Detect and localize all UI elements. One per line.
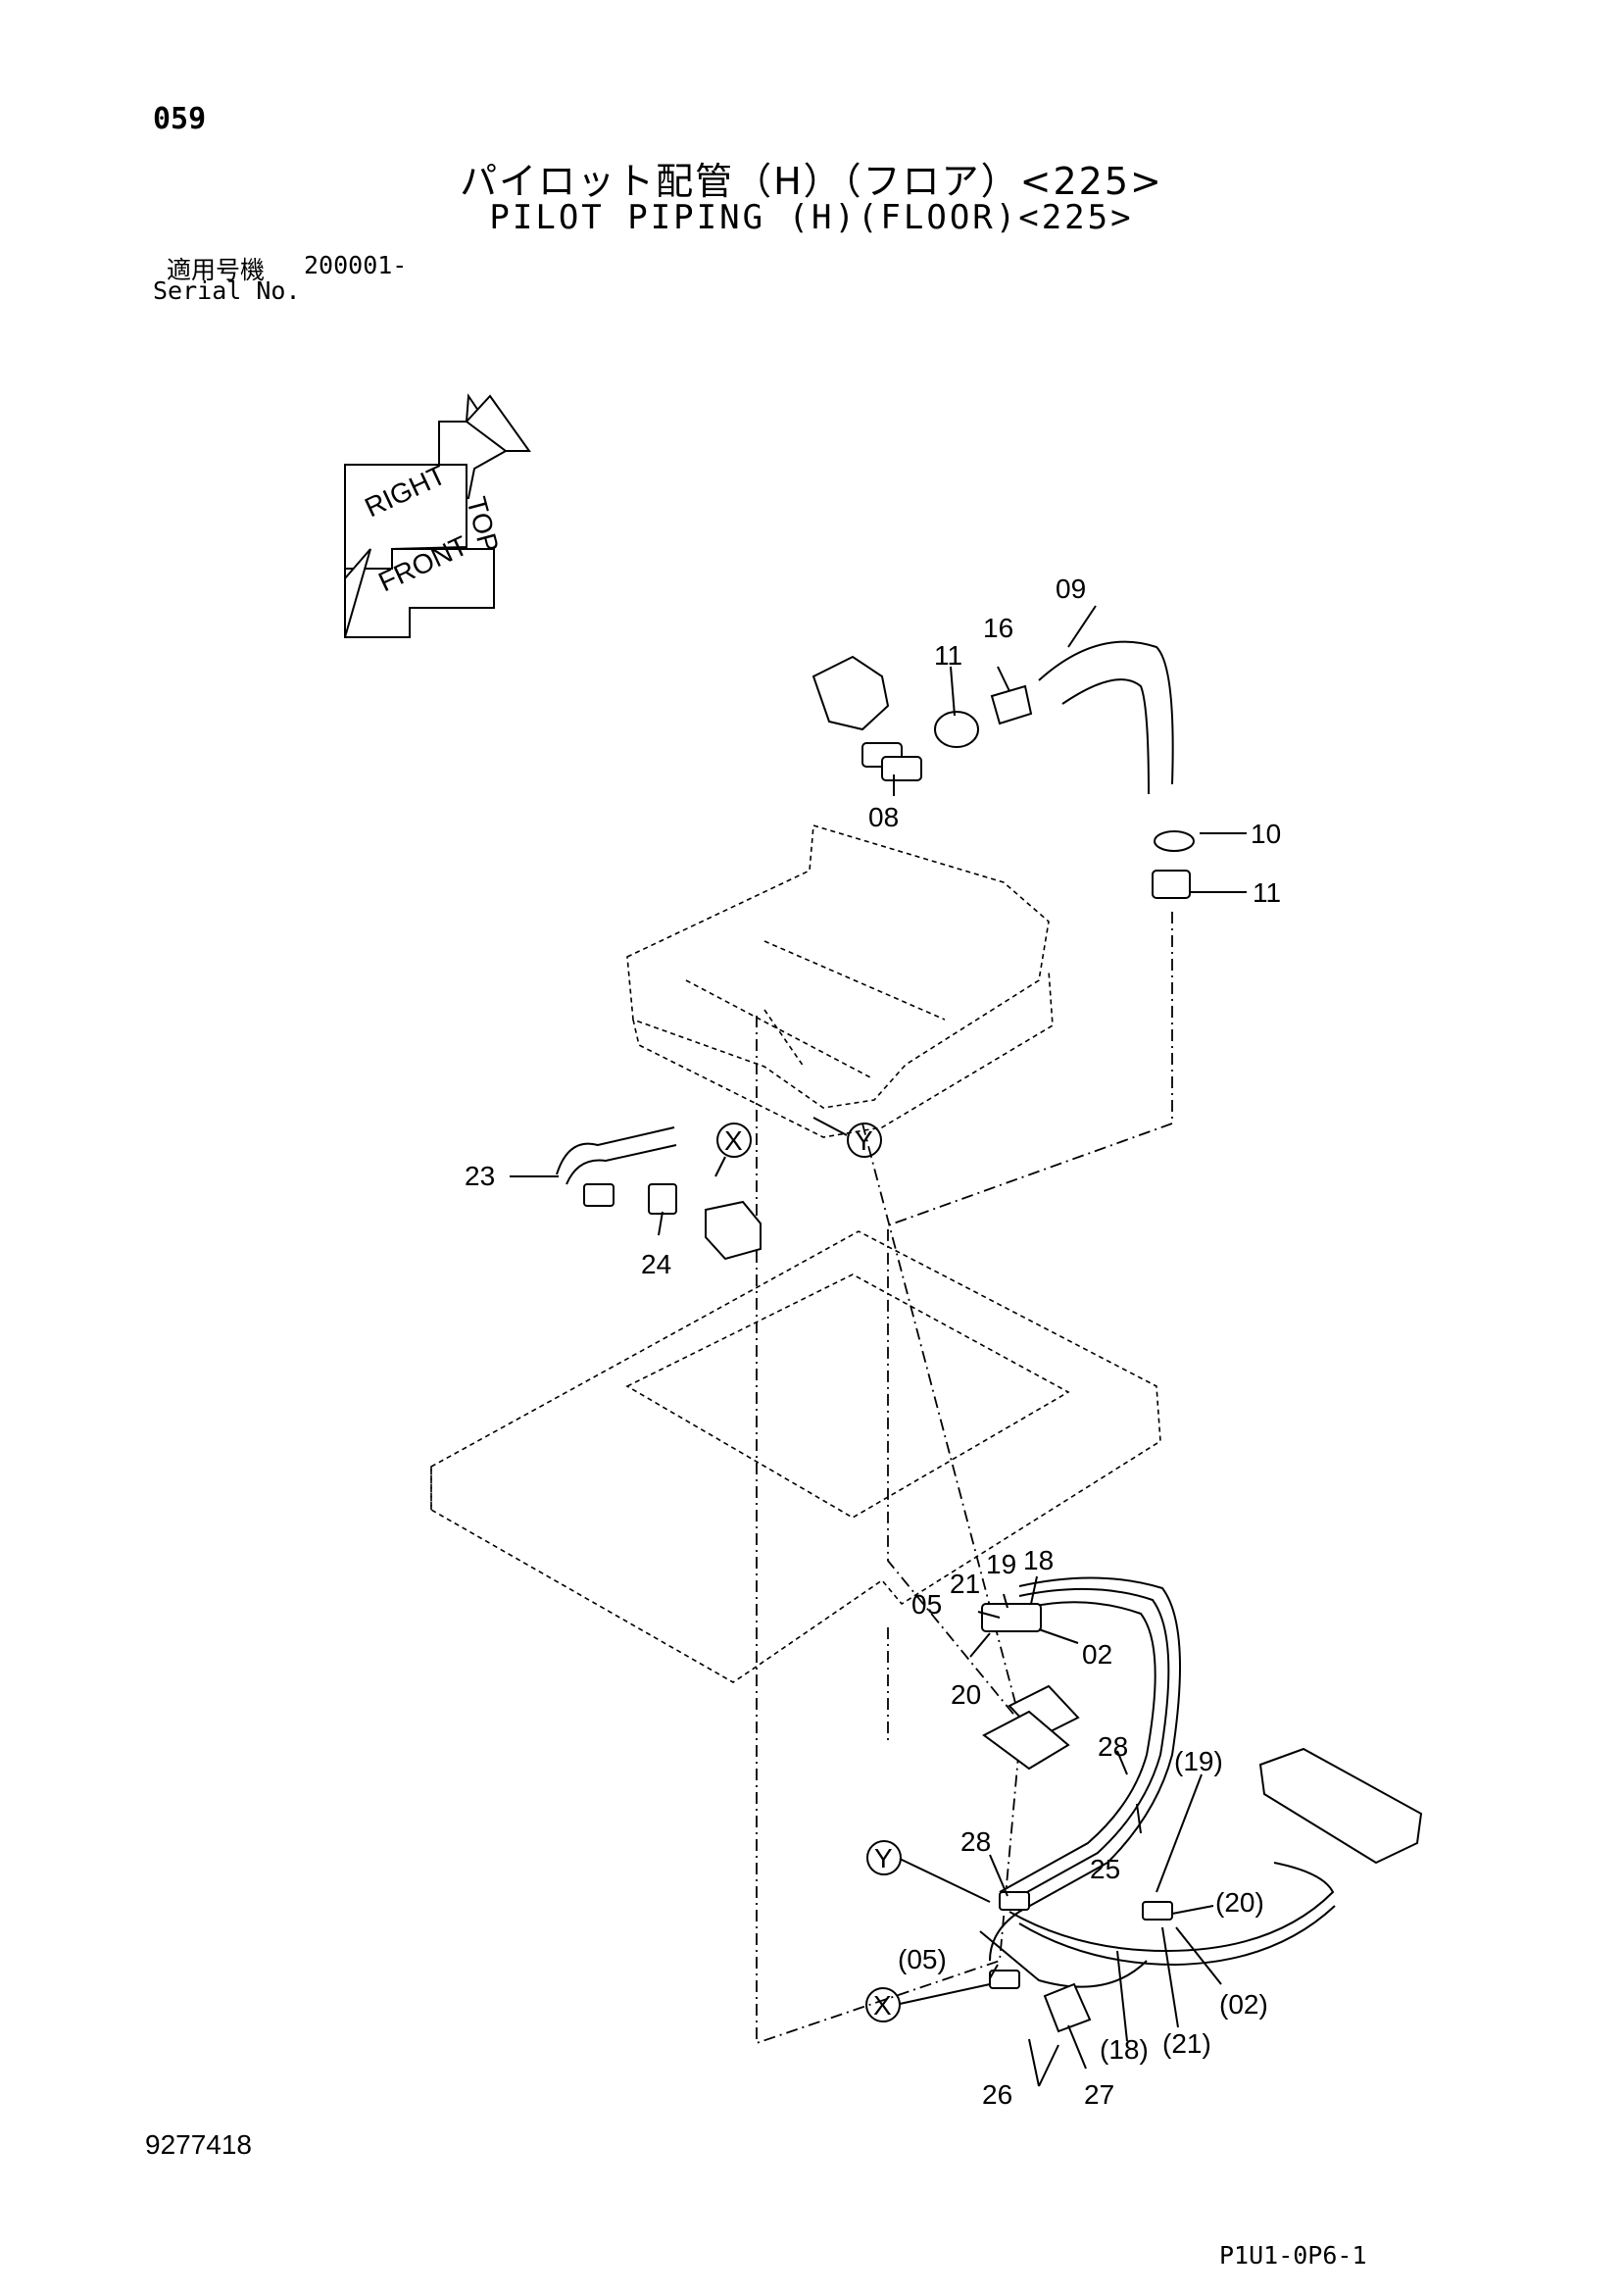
callout-11-top: 11 bbox=[934, 640, 962, 671]
callout-19-paren: (19) bbox=[1174, 1746, 1223, 1776]
page-number: 059 bbox=[153, 102, 207, 136]
marker-x-upper-label: X bbox=[724, 1125, 743, 1156]
callout-05: 05 bbox=[911, 1589, 942, 1620]
callout-26: 26 bbox=[982, 2079, 1012, 2110]
callout-16: 16 bbox=[983, 613, 1013, 643]
marker-x-lower bbox=[865, 1987, 901, 2022]
callout-25: 25 bbox=[1090, 1854, 1120, 1884]
document-number: 9277418 bbox=[145, 2129, 253, 2160]
orientation-indicator: TOP RIGHT FRONT bbox=[344, 393, 531, 638]
serial-label-japanese: 適用号機 bbox=[167, 256, 266, 284]
leader-lines bbox=[510, 605, 1247, 2087]
callout-24: 24 bbox=[641, 1249, 671, 1279]
callout-20-paren: (20) bbox=[1215, 1887, 1264, 1918]
callout-11-bottom: 11 bbox=[1253, 877, 1281, 908]
callout-23: 23 bbox=[465, 1161, 495, 1191]
callout-20: 20 bbox=[951, 1679, 981, 1710]
upper-floor-frame bbox=[626, 824, 1054, 1138]
callout-18-paren: (18) bbox=[1100, 2034, 1149, 2065]
marker-y-upper bbox=[847, 1123, 882, 1158]
marker-x-upper bbox=[716, 1123, 752, 1158]
callout-02-paren: (02) bbox=[1219, 1989, 1268, 2020]
marker-y-upper-label: Y bbox=[855, 1125, 873, 1156]
callout-09: 09 bbox=[1056, 574, 1086, 604]
title-english: PILOT PIPING (H)(FLOOR)<225> bbox=[489, 198, 1134, 237]
lower-hose-bundle bbox=[979, 1576, 1423, 2033]
callout-08: 08 bbox=[868, 802, 899, 832]
callout-27: 27 bbox=[1084, 2079, 1114, 2110]
lower-floor-plate bbox=[430, 1230, 1161, 1683]
callout-10: 10 bbox=[1251, 819, 1281, 849]
callout-19: 19 bbox=[986, 1549, 1016, 1579]
page-code: P1U1-0P6-1 bbox=[1219, 2241, 1367, 2270]
marker-x-lower-label: X bbox=[873, 1990, 892, 2021]
callout-18: 18 bbox=[1023, 1545, 1054, 1575]
marker-y-lower bbox=[866, 1840, 902, 1875]
callout-02: 02 bbox=[1082, 1639, 1112, 1670]
callout-21-paren: (21) bbox=[1162, 2028, 1211, 2059]
serial-label-english: Serial No. bbox=[153, 276, 301, 305]
callout-28-upper: 28 bbox=[1098, 1731, 1128, 1762]
pilot-valve-assembly bbox=[812, 640, 1195, 899]
callout-05-paren: (05) bbox=[898, 1944, 947, 1974]
callout-28-lower: 28 bbox=[960, 1826, 991, 1857]
callout-21: 21 bbox=[950, 1569, 980, 1599]
routing-lines bbox=[756, 912, 1173, 2045]
serial-value: 200001- bbox=[304, 251, 408, 279]
marker-y-lower-label: Y bbox=[874, 1843, 893, 1873]
hose-23-and-block bbox=[556, 1126, 762, 1261]
title-japanese: パイロット配管（H）（フロア）<225> bbox=[460, 160, 1163, 203]
